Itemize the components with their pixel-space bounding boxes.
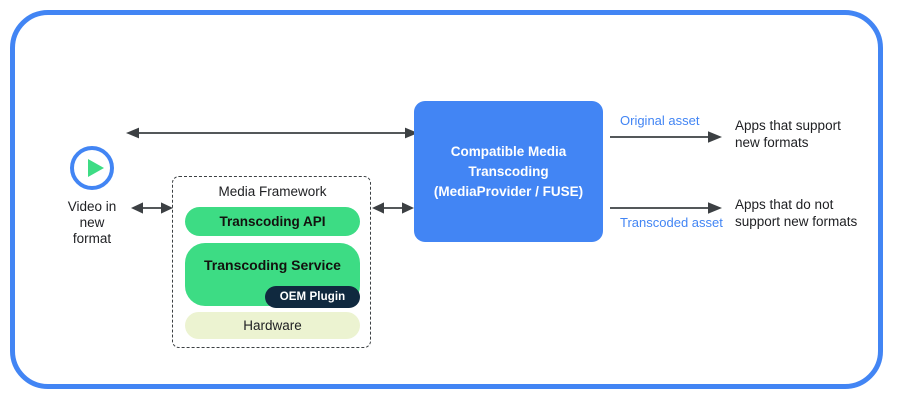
layer-transcoding-api[interactable]: Transcoding API (185, 207, 360, 236)
arrow-to-supporting-apps (610, 131, 722, 143)
layer-hardware[interactable]: Hardware (185, 312, 360, 339)
layer-transcoding-api-label: Transcoding API (219, 214, 326, 229)
arrow-framework-to-transcoder (372, 202, 414, 214)
label-original-asset: Original asset (620, 113, 700, 128)
layer-transcoding-service-label: Transcoding Service (204, 257, 341, 273)
media-framework-title: Media Framework (218, 184, 327, 199)
outer-frame-border (10, 10, 883, 389)
video-source-caption: Video in new format (67, 199, 117, 246)
label-transcoded-asset: Transcoded asset (620, 215, 723, 230)
video-source-group: Video in new format (46, 146, 138, 247)
arrow-video-to-transcoder (126, 127, 418, 139)
play-triangle-icon (88, 159, 104, 177)
arrow-to-nonsupporting-apps (610, 202, 722, 214)
arrow-video-to-framework (131, 202, 173, 214)
compatible-media-transcoding-box[interactable]: Compatible Media Transcoding (MediaProvi… (414, 101, 603, 242)
play-circle-icon (70, 146, 114, 190)
badge-oem-plugin-label: OEM Plugin (279, 291, 346, 303)
badge-oem-plugin[interactable]: OEM Plugin (265, 286, 360, 308)
layer-transcoding-service[interactable]: Transcoding Service (185, 243, 360, 306)
label-apps-that-do-not-support-new-formats: Apps that do not support new formats (735, 197, 858, 229)
layer-hardware-label: Hardware (243, 318, 302, 333)
compatible-media-transcoding-label: Compatible Media Transcoding (MediaProvi… (433, 143, 584, 199)
media-framework-container: Media Framework Transcoding API Transcod… (172, 176, 371, 348)
label-apps-that-support-new-formats: Apps that support new formats (735, 118, 841, 150)
